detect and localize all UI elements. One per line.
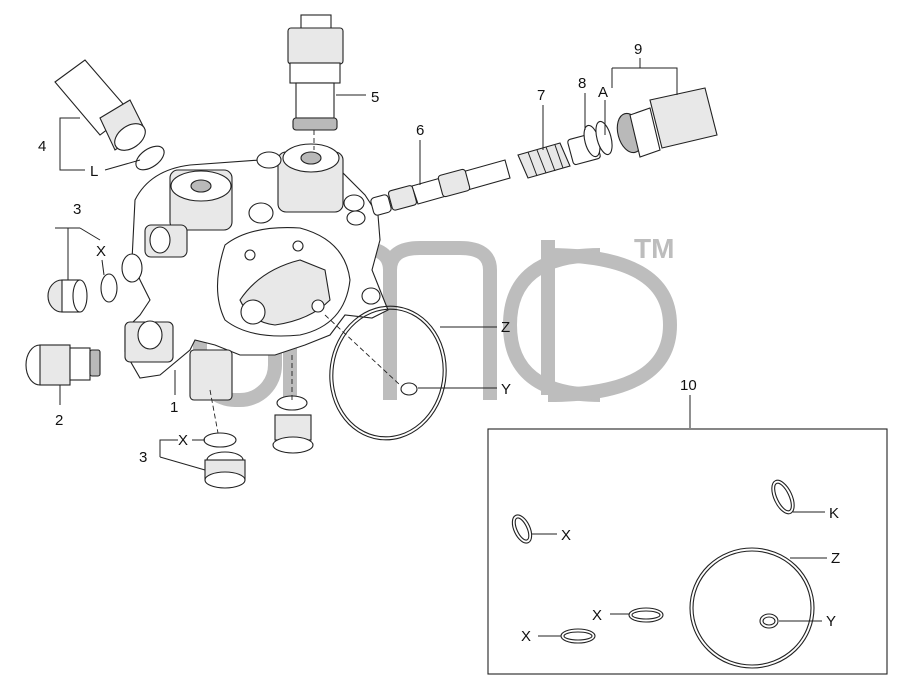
bottom-port-plug: [272, 395, 314, 454]
kit-callout-x2: X: [592, 607, 602, 624]
part-5-cartridge: [287, 14, 344, 131]
callout-y: Y: [501, 381, 511, 398]
kit-ring-x2: X: [592, 607, 664, 624]
part-4-plug: [54, 59, 165, 171]
callout-10: 10: [680, 377, 697, 394]
callout-6: 6: [416, 122, 424, 139]
part-7-spring: [517, 142, 571, 179]
callout-l: L: [90, 163, 98, 180]
watermark-glyph-p: [541, 240, 678, 402]
valve-body: [121, 143, 389, 401]
assembly-lines: [209, 130, 401, 434]
kit-callout-x3: X: [521, 628, 531, 645]
kit-ring-k: K: [771, 479, 839, 522]
seal-z-ring: [329, 305, 447, 441]
callout-z: Z: [501, 319, 510, 336]
callout-3-bottom: 3: [139, 449, 147, 466]
kit-ring-z: Z: [689, 547, 840, 669]
kit-ring-x1: X: [511, 514, 571, 544]
part-9-plug: [616, 87, 718, 158]
callout-a: A: [598, 84, 608, 101]
kit-callout-y: Y: [826, 613, 836, 630]
part-3-plug-bottom: [203, 432, 246, 489]
kit-ring-y: Y: [759, 613, 836, 630]
callout-7: 7: [537, 87, 545, 104]
watermark-logo: TM: [193, 233, 678, 407]
callout-8: 8: [578, 75, 586, 92]
kit-callout-x1: X: [561, 527, 571, 544]
watermark-tm: TM: [634, 233, 674, 264]
callout-1: 1: [170, 399, 178, 416]
callout-3-left: 3: [73, 201, 81, 218]
seal-y-ring: [400, 382, 418, 396]
part-2-plug: [25, 344, 101, 386]
callout-x-left: X: [96, 243, 106, 260]
callout-x-bottom: X: [178, 432, 188, 449]
leader-lines: [55, 58, 691, 471]
part-8-seal: [567, 120, 613, 166]
part-6-spool: [370, 159, 511, 216]
part-3-plug-left: [47, 273, 118, 313]
kit-callout-k: K: [829, 505, 839, 522]
kit-callout-z: Z: [831, 550, 840, 567]
callout-4: 4: [38, 138, 46, 155]
callout-5: 5: [371, 89, 379, 106]
callout-9: 9: [634, 41, 642, 58]
seal-kit-panel: X K Z Y X: [487, 428, 888, 675]
callout-2: 2: [55, 412, 63, 429]
callout-labels: 1 2 3 3 4 5 6 7 8 9 10 L A X X Z Y: [38, 41, 697, 466]
kit-ring-x3: X: [521, 628, 596, 645]
